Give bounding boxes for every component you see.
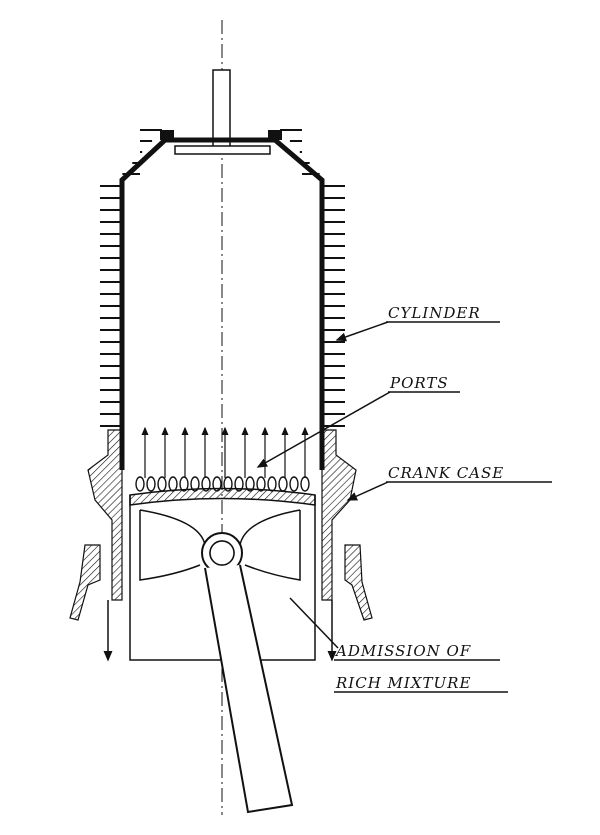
- label-ports: PORTS: [389, 374, 449, 392]
- port: [146, 476, 156, 492]
- port: [278, 476, 288, 492]
- label-admission-line2: RICH MIXTURE: [335, 674, 471, 692]
- port: [168, 476, 178, 492]
- valve-head: [174, 145, 271, 155]
- port: [157, 476, 167, 492]
- port: [300, 476, 310, 492]
- flow-arrows: [141, 426, 309, 478]
- crank-case: [69, 429, 373, 662]
- label-crank-case: CRANK CASE: [388, 464, 504, 482]
- leader-lines: [256, 321, 391, 649]
- connecting-rod: [204, 564, 294, 814]
- port: [289, 476, 299, 492]
- cooling-fins: [100, 129, 345, 427]
- port: [267, 476, 277, 492]
- label-admission-line1: ADMISSION OF: [334, 642, 471, 660]
- cylinder-head: [119, 137, 325, 470]
- port: [135, 476, 145, 492]
- label-cylinder: CYLINDER: [388, 304, 481, 322]
